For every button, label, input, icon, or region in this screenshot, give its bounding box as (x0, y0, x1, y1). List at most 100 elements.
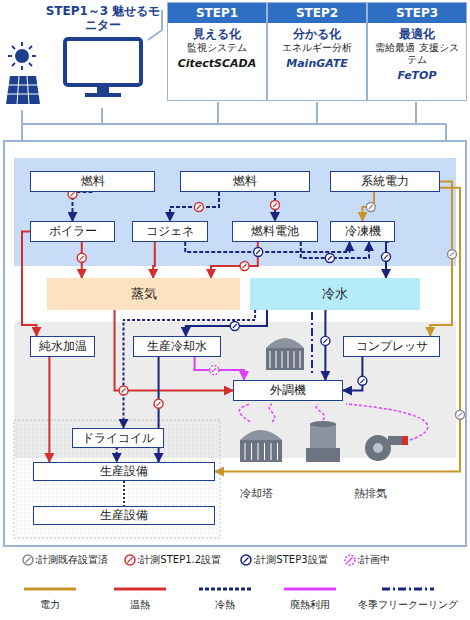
equipment-region (14, 420, 220, 538)
meter-circle (154, 399, 163, 408)
step-title: 見える化 (193, 27, 241, 41)
legend-line-sample (382, 588, 434, 591)
meter-needle (369, 205, 373, 209)
node-label: 冷水 (322, 286, 348, 302)
monitor-base (85, 93, 121, 97)
monitor-stand (97, 85, 109, 93)
cooling-tower-icon (240, 430, 282, 462)
line-shape (8, 85, 38, 86)
legend-label: :計測STEP1.2設置 (137, 553, 221, 567)
meter-symbol (23, 555, 33, 565)
meter-needle (256, 250, 260, 254)
node-label: 生産冷却水 (147, 339, 207, 353)
grid-power-box: 系統電力 (330, 171, 440, 192)
meter-symbol (240, 262, 249, 271)
step-box: STEP1見える化監視システムCitectSCADA (167, 2, 267, 101)
meter-needle (458, 413, 462, 417)
meter-symbol (77, 253, 86, 262)
node-label: 蒸気 (131, 286, 157, 302)
meter-circle (358, 376, 367, 385)
blower-icon (365, 435, 408, 461)
fin-line (276, 351, 277, 368)
legend-label: 電力 (40, 598, 60, 612)
meter-needle (71, 192, 75, 196)
step-title: 最適化 (399, 27, 435, 41)
fuel-box: 燃料 (30, 171, 155, 192)
meter-needle (450, 252, 454, 256)
meter-symbol (125, 555, 135, 565)
node-label: 生産設備 (100, 508, 148, 522)
meter-symbol (271, 200, 280, 209)
fin-line (282, 351, 283, 368)
flow-connector (215, 188, 460, 472)
flow-connector (343, 357, 362, 391)
water-heating-box: 純水加温 (30, 336, 95, 357)
line-shape (27, 76, 29, 104)
meter-circle (77, 253, 86, 262)
line-shape (316, 102, 318, 124)
meter-circle (23, 555, 33, 565)
meter-circle (448, 250, 457, 259)
meter-circle (271, 200, 280, 209)
legend-line-sample (24, 588, 76, 591)
meter-circle (240, 262, 249, 271)
path-shape (266, 338, 304, 348)
legend-label: 温熱 (130, 598, 150, 612)
node-label: ボイラー (49, 224, 97, 238)
fuel-cell-box: 燃料電池 (232, 221, 318, 242)
chilled-water-band: 冷水 (250, 278, 420, 310)
steam-band: 蒸気 (47, 278, 240, 310)
step-box: STEP2分かる化エネルギー分析MainGATE (267, 2, 367, 101)
step-number: STEP2 (268, 3, 366, 23)
circle-shape (15, 49, 29, 63)
fin-line (251, 443, 252, 460)
monitor-icon (61, 37, 145, 99)
exhaust-stack-icon (306, 421, 340, 462)
meter-needle (348, 558, 353, 563)
meter-needle (273, 203, 277, 207)
monitor-heading: STEP1～3 魅せるモニター (44, 4, 162, 33)
monitor-screen (65, 39, 141, 85)
step-description: 需給最適 支援システム (368, 42, 466, 66)
node-label: 生産設備 (100, 464, 148, 478)
rect-shape (306, 448, 340, 462)
monitor: STEP1～3 魅せるモニター (44, 4, 162, 108)
product-logo: FeTOP (397, 69, 436, 82)
production-box: 生産設備 (33, 462, 215, 481)
flow-connector (123, 310, 255, 428)
meter-needle (233, 324, 237, 328)
node-label: ドライコイル (82, 431, 154, 445)
flow-connector (186, 310, 267, 336)
legend-label: 廃熱利用 (290, 598, 330, 612)
flow-connector (22, 232, 37, 337)
meter-circle (125, 555, 135, 565)
meter-needle (197, 205, 201, 209)
line-shape (101, 108, 103, 124)
g-shape (8, 42, 36, 70)
meter-circle (366, 203, 375, 212)
line-shape (17, 76, 19, 104)
meter-symbol (241, 555, 251, 565)
chiller-box: 冷凍機 (330, 221, 395, 242)
meter-circle (254, 248, 263, 257)
line-shape (415, 102, 417, 124)
meter-symbol (194, 203, 203, 212)
legend-label: :計測既存設置済 (35, 553, 108, 567)
legend-line-sample (284, 588, 336, 591)
meter-circle (230, 322, 239, 331)
meter-circle (194, 203, 203, 212)
path-shape (240, 430, 282, 440)
dry-coil-box: ドライコイル (72, 428, 164, 448)
polygon-shape (6, 76, 40, 104)
meter-circle (210, 366, 219, 375)
meter-symbol (345, 555, 355, 565)
flow-connector (123, 481, 125, 506)
fin-line (270, 351, 271, 368)
polyline-shape (22, 110, 446, 124)
meter-symbol (119, 386, 128, 395)
meter-needle (122, 389, 126, 393)
ellipse-shape (310, 421, 336, 427)
flow-connector (301, 242, 369, 258)
circle-shape (373, 443, 383, 453)
